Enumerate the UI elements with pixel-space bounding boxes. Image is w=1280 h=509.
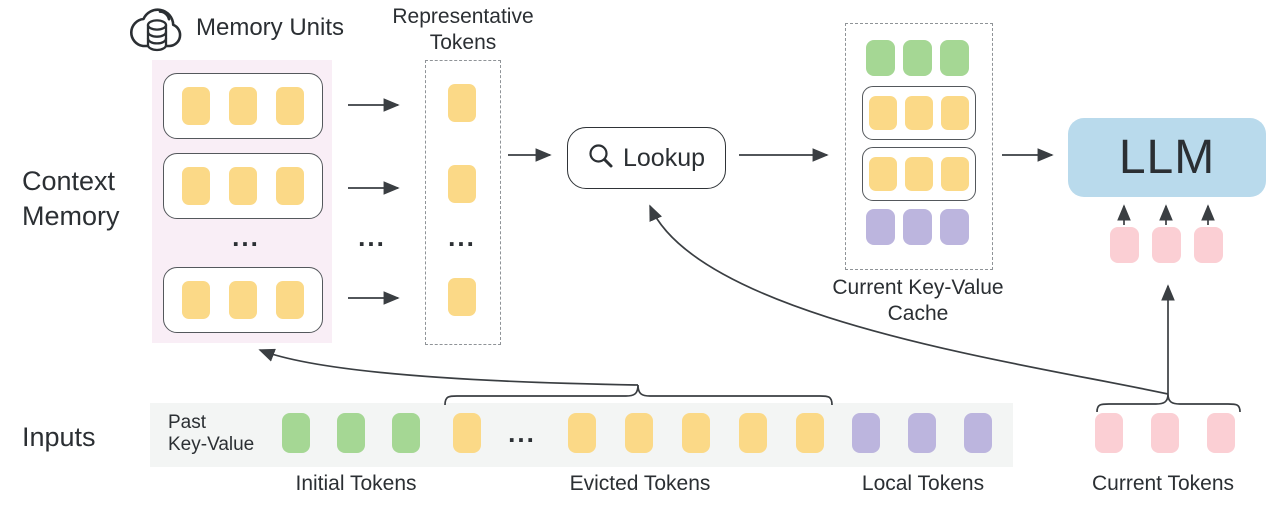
- cache-memory-unit-1: [862, 86, 976, 140]
- purple-token: [903, 209, 932, 245]
- lookup-label: Lookup: [622, 143, 706, 172]
- yellow-token: [182, 281, 210, 319]
- representative-ellipsis: ...: [448, 222, 476, 252]
- llm-input-tokens: [1110, 227, 1223, 263]
- current-tokens-brace: [1096, 393, 1241, 413]
- yellow-token: [568, 413, 596, 453]
- pink-token: [1095, 413, 1123, 453]
- local-tokens-row: [852, 413, 992, 453]
- yellow-token: [276, 167, 304, 205]
- yellow-token: [905, 96, 933, 130]
- yellow-token: [453, 413, 481, 453]
- inputs-label: Inputs: [22, 422, 96, 452]
- pink-token: [1110, 227, 1139, 263]
- yellow-token: [941, 96, 969, 130]
- purple-token: [866, 209, 895, 245]
- yellow-token: [182, 167, 210, 205]
- context-memory-label: Context Memory: [22, 166, 120, 231]
- gap-ellipsis: ...: [358, 222, 386, 252]
- cache-initial-row: [866, 40, 969, 76]
- current-tokens-label: Current Tokens: [1091, 472, 1235, 495]
- yellow-token: [869, 157, 897, 191]
- yellow-token: [796, 413, 824, 453]
- yellow-token: [229, 87, 257, 125]
- yellow-token: [276, 87, 304, 125]
- green-token: [392, 413, 420, 453]
- purple-token: [964, 413, 992, 453]
- yellow-token: [448, 165, 476, 203]
- memory-ellipsis: ...: [232, 222, 260, 252]
- memory-unit-2: [163, 153, 323, 219]
- past-kv-label: Past Key-Value: [168, 412, 255, 455]
- representative-token-3: [448, 278, 476, 316]
- local-tokens-label: Local Tokens: [861, 472, 985, 495]
- yellow-token: [229, 167, 257, 205]
- yellow-token: [739, 413, 767, 453]
- purple-token: [908, 413, 936, 453]
- cache-local-row: [866, 209, 969, 245]
- evicted-tokens-row: [568, 413, 824, 453]
- initial-tokens-row: [282, 413, 420, 453]
- yellow-token: [682, 413, 710, 453]
- green-token: [866, 40, 895, 76]
- yellow-token: [182, 87, 210, 125]
- memory-unit-1: [163, 73, 323, 139]
- initial-tokens-label: Initial Tokens: [295, 472, 417, 495]
- yellow-token: [276, 281, 304, 319]
- yellow-token: [448, 84, 476, 122]
- green-token: [282, 413, 310, 453]
- yellow-token: [229, 281, 257, 319]
- green-token: [337, 413, 365, 453]
- evicted-token-first: [453, 413, 481, 453]
- memory-units-label: Memory Units: [196, 14, 345, 41]
- memory-unit-3: [163, 267, 323, 333]
- evicted-ellipsis: ...: [508, 418, 536, 448]
- yellow-token: [941, 157, 969, 191]
- search-icon: [588, 143, 614, 174]
- pink-token: [1207, 413, 1235, 453]
- representative-tokens-label: Representative Tokens: [392, 5, 534, 54]
- pink-token: [1152, 227, 1181, 263]
- llm-label: LLM: [1118, 131, 1216, 184]
- yellow-token: [625, 413, 653, 453]
- arrow-evicted-to-memory: [258, 348, 639, 386]
- yellow-token: [869, 96, 897, 130]
- purple-token: [852, 413, 880, 453]
- llm-box: LLM: [1068, 118, 1266, 197]
- pink-token: [1194, 227, 1223, 263]
- green-token: [940, 40, 969, 76]
- representative-token-1: [448, 84, 476, 122]
- evicted-tokens-label: Evicted Tokens: [569, 472, 711, 495]
- representative-token-2: [448, 165, 476, 203]
- pink-token: [1151, 413, 1179, 453]
- evicted-tokens-brace: [444, 384, 833, 406]
- cache-memory-unit-2: [862, 147, 976, 201]
- green-token: [903, 40, 932, 76]
- lookup-button: Lookup: [567, 127, 726, 189]
- yellow-token: [905, 157, 933, 191]
- cloud-database-icon: [126, 1, 188, 55]
- kv-cache-label: Current Key-Value Cache: [832, 276, 1004, 325]
- purple-token: [940, 209, 969, 245]
- current-tokens-row: [1095, 413, 1235, 453]
- yellow-token: [448, 278, 476, 316]
